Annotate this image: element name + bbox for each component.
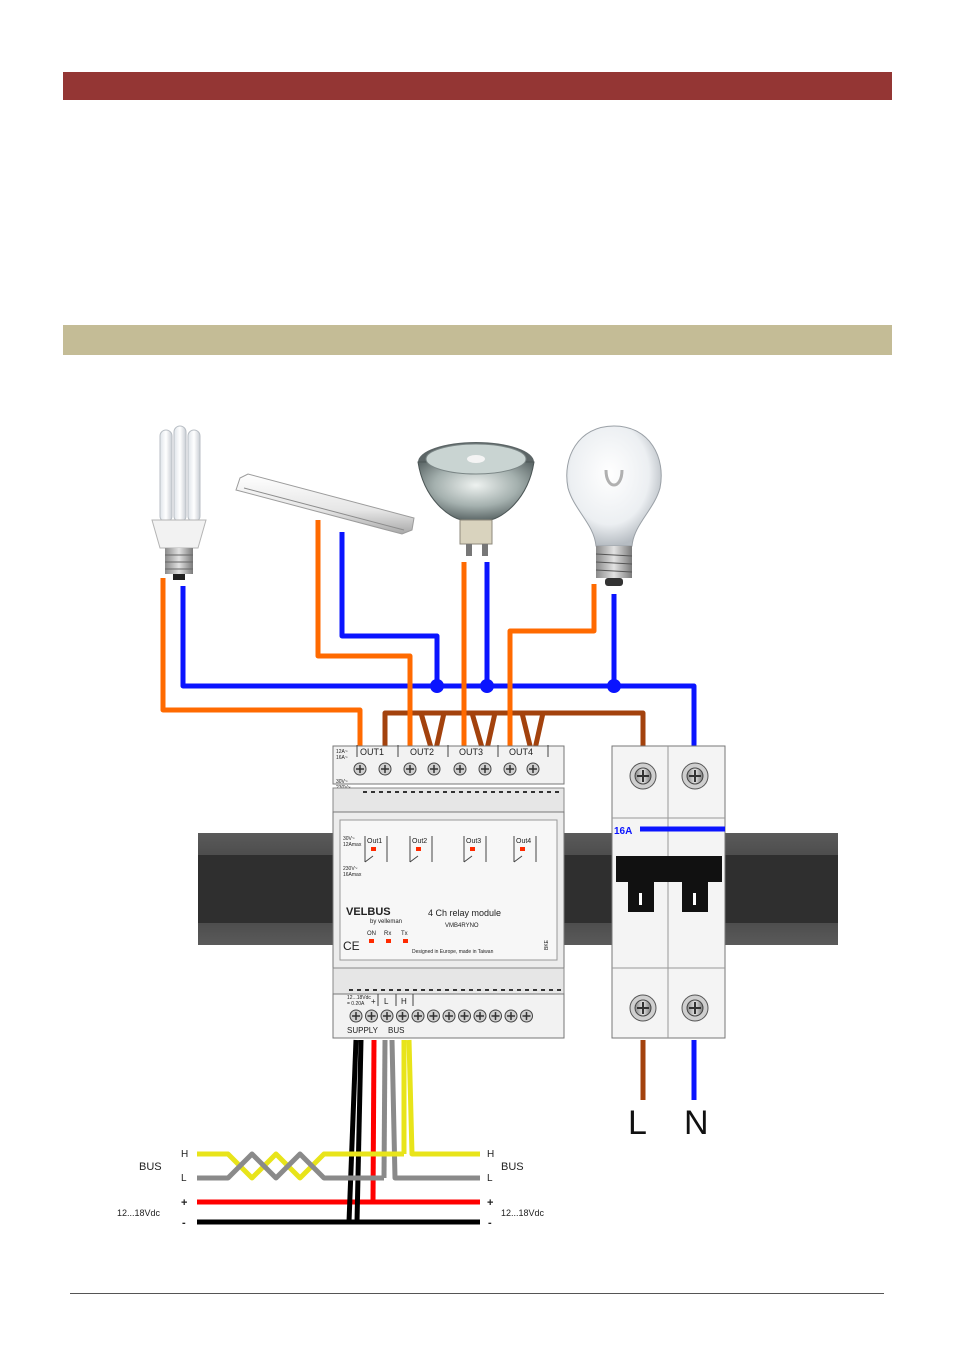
terminal-plus: + — [371, 997, 376, 1006]
terminal-l: L — [384, 997, 389, 1006]
front-output-label: Out2 — [412, 838, 427, 845]
terminal-h: H — [401, 997, 407, 1006]
section-bar — [63, 325, 892, 355]
made-in-label: Designed in Europe, made in Taiwan — [412, 949, 494, 955]
breaker-handle — [616, 856, 722, 882]
cfl-lamp-icon — [151, 425, 207, 580]
output-label-4: OUT4 — [509, 747, 533, 757]
plus-right: + — [487, 1197, 493, 1209]
terminal-screw — [503, 762, 517, 776]
terminal-screw — [442, 1009, 456, 1023]
supply-label-right: 12...18Vdc — [501, 1208, 545, 1218]
breaker-screw — [629, 762, 657, 790]
circuit-breaker: 16A — [611, 745, 726, 1039]
rating-front-1b: 12Amax — [343, 842, 362, 848]
bus-supply-wires — [197, 1039, 480, 1225]
terminal-screw — [478, 762, 492, 776]
led-rx — [386, 939, 391, 943]
neutral-junction — [480, 679, 494, 693]
terminal-screw — [473, 1009, 487, 1023]
led-on — [369, 939, 374, 943]
front-channel-2: Out2 — [409, 836, 433, 863]
rating-top-1: 12A~ — [336, 749, 348, 755]
ce-mark: CE — [343, 939, 360, 953]
fluorescent-tube-icon — [235, 473, 415, 535]
terminal-screw — [458, 1009, 471, 1023]
output-label-2: OUT2 — [410, 747, 434, 757]
mains-neutral-label: N — [684, 1104, 709, 1142]
voltage-top-1: 30V~ — [336, 779, 348, 785]
front-output-label: Out4 — [516, 838, 531, 845]
terminal-screw — [526, 762, 540, 776]
output-label-1: OUT1 — [360, 747, 384, 757]
front-channel-3: Out3 — [463, 836, 487, 863]
terminal-screw — [353, 762, 367, 776]
bus-terminal-label: BUS — [388, 1026, 404, 1035]
terminal-screw — [427, 762, 441, 776]
terminal-screw — [427, 1009, 440, 1023]
rating-front-1a: 30V~ — [343, 836, 355, 842]
terminal-screw — [504, 1009, 518, 1023]
terminal-screw — [349, 1009, 363, 1023]
terminal-screw — [396, 1009, 409, 1023]
plus-left: + — [181, 1197, 187, 1209]
minus-left: - — [182, 1217, 186, 1229]
module-model: VMB4RYNO — [445, 923, 479, 929]
terminal-screw — [411, 1009, 425, 1023]
breaker-rating: 16A — [614, 826, 632, 837]
supply-label-left: 12...18Vdc — [117, 1208, 161, 1218]
bottom-rating-1: 12...18Vdc — [347, 995, 371, 1001]
terminal-screw — [520, 1009, 533, 1023]
terminal-screw — [380, 1009, 394, 1023]
terminal-screw — [365, 1009, 378, 1023]
footer-rule — [70, 1293, 884, 1294]
switched-wires — [160, 520, 597, 758]
front-channel-4: Out4 — [513, 836, 537, 863]
minus-right: - — [488, 1217, 492, 1229]
bus-label-left: BUS — [139, 1161, 162, 1173]
rating-top-2: 16A~ — [336, 755, 348, 761]
breaker-screw — [629, 994, 657, 1022]
front-output-label: Out3 — [466, 838, 481, 845]
module-title: 4 Ch relay module — [428, 908, 501, 918]
led-tx — [403, 939, 408, 943]
front-channel-1: Out1 — [364, 836, 388, 863]
bus-l-right: L — [487, 1173, 493, 1184]
breaker-screw — [681, 762, 709, 790]
output-label-3: OUT3 — [459, 747, 483, 757]
side-mark: BKE — [544, 939, 550, 950]
terminal-screw — [403, 762, 417, 776]
led-label-rx: Rx — [384, 931, 391, 937]
header-bar — [63, 72, 892, 100]
terminal-screw — [489, 1009, 502, 1023]
led-label-tx: Tx — [401, 931, 408, 937]
rating-front-2b: 16Amax — [343, 872, 362, 878]
rating-front-2a: 230V~ — [343, 866, 358, 872]
neutral-junction — [430, 679, 444, 693]
bus-l-left: L — [181, 1173, 187, 1184]
relay-module: 12A~ 16A~ OUT1 OUT2 OUT3 OUT4 30V~ 230V~… — [332, 745, 565, 1039]
bus-h-right: H — [487, 1149, 494, 1160]
breaker-screw — [681, 994, 709, 1022]
front-output-label: Out1 — [367, 838, 382, 845]
led-label-on: ON — [367, 931, 376, 937]
halogen-spot-icon — [417, 442, 535, 556]
neutral-junction — [607, 679, 621, 693]
incandescent-bulb-icon — [566, 425, 662, 586]
mains-line-label: L — [628, 1104, 647, 1142]
supply-label: SUPPLY — [347, 1026, 379, 1035]
bus-h-left: H — [181, 1149, 188, 1160]
bus-label-right: BUS — [501, 1161, 524, 1173]
terminal-screw — [453, 762, 467, 776]
maker-label: by velleman — [370, 919, 402, 925]
terminal-screw — [378, 762, 392, 776]
brand-logo: VELBUS — [346, 906, 391, 918]
bottom-rating-2: = 0.20A — [347, 1001, 365, 1007]
